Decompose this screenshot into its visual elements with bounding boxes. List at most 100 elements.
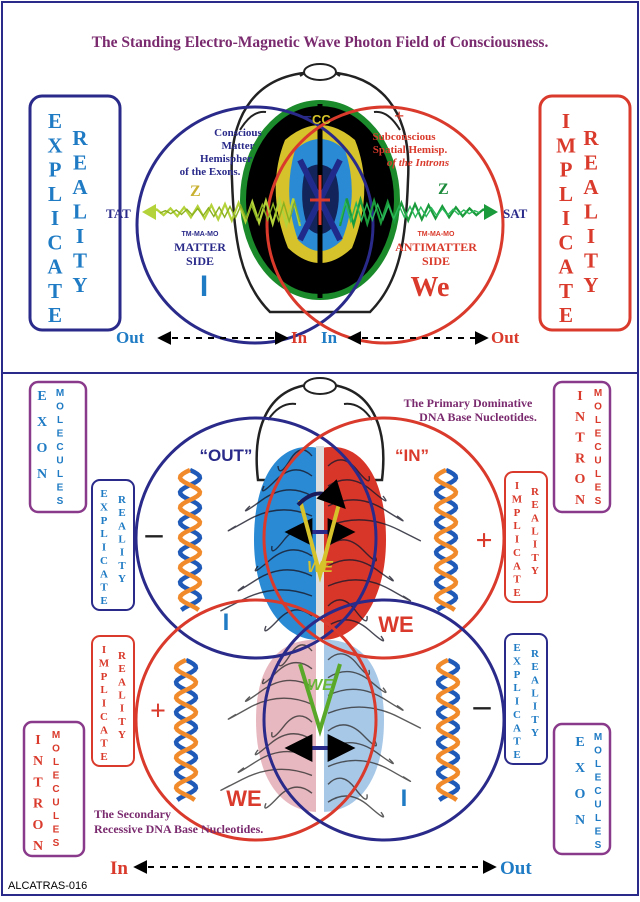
tat-label: TAT	[106, 206, 131, 221]
b-explL-c2-letter: A	[531, 674, 539, 686]
b-explM-c1-letter: E	[100, 595, 107, 607]
b-implL-c2-letter: R	[118, 650, 127, 662]
t-right-col1-letter: C	[558, 230, 573, 254]
b-explL-c1-letter: P	[514, 669, 521, 681]
z-left-label: Z	[190, 183, 201, 200]
brain-fold	[244, 679, 313, 703]
b-implL-c1-letter: A	[100, 724, 108, 736]
antimatter-side-line1: ANTIMATTER	[395, 240, 477, 254]
upper-we-center: WE	[307, 559, 334, 576]
lower-we-label: WE	[226, 786, 261, 811]
implicate-reality-box	[538, 94, 632, 332]
b-exonL-c2-letter: S	[57, 496, 64, 507]
b-exonL-c2-letter: U	[56, 456, 63, 467]
b-intronR-c1-letter: R	[575, 451, 586, 466]
b-intronL-c1-letter: N	[33, 839, 43, 854]
lower-left-circle	[134, 598, 378, 842]
helix-strand	[435, 657, 461, 802]
wave-path	[159, 199, 301, 224]
brain-fold	[277, 449, 313, 472]
b-implL-c1-letter: I	[102, 698, 106, 710]
t-left-col2-letter: A	[72, 175, 88, 199]
t-right-col1-letter: I	[562, 109, 570, 133]
b-exonR-c2-letter: L	[595, 813, 601, 824]
b-exonL-c2-letter: M	[56, 388, 64, 399]
b-explL-c1-letter: A	[513, 722, 521, 734]
b-explM-c1-letter: L	[100, 528, 107, 540]
t-left-col2-letter: R	[72, 126, 88, 150]
b-intronR-c2-letter: U	[594, 456, 601, 467]
b-implM-c1-letter: I	[515, 534, 519, 546]
t-left-col2-letter: I	[76, 224, 84, 248]
t-right-col2-letter: E	[584, 151, 598, 175]
secondary-line2: Recessive DNA Base Nucleotides.	[94, 822, 263, 836]
b-intronR-c1-letter: N	[575, 493, 585, 508]
b-implM-c2-letter: T	[531, 552, 539, 564]
b-intronR-c1-letter: O	[575, 472, 586, 487]
b-intronR-c2-letter: E	[595, 483, 602, 494]
b-explL-c1-letter: T	[513, 736, 521, 748]
b-exonL-c1-letter: N	[37, 467, 47, 482]
t-right-col2-letter: Y	[583, 273, 598, 297]
b-implL-c2-letter: I	[120, 703, 124, 715]
b-intronL-c1-letter: N	[33, 754, 43, 769]
t-left-col1-letter: E	[48, 109, 62, 133]
b-implM-c1-letter: E	[513, 587, 520, 599]
wave-left-arrowhead	[142, 204, 156, 220]
antimatter-side-line2: SIDE	[422, 254, 450, 268]
sat-label: SAT	[503, 206, 528, 221]
t-right-col1-letter: A	[558, 255, 574, 279]
cc-label: CC	[312, 112, 331, 127]
top-waves	[142, 195, 498, 230]
b-implM-c2-letter: L	[531, 526, 538, 538]
brain-fold	[264, 786, 313, 809]
b-intronL-c2-letter: U	[52, 798, 59, 809]
b-explL-c1-letter: L	[513, 682, 520, 694]
conscious-note-line4: of the Exons.	[180, 166, 241, 178]
helix-strand	[435, 657, 461, 802]
brain-fold	[227, 697, 313, 720]
b-intronL-c1-letter: T	[33, 775, 43, 790]
b-intronL-c1-letter: I	[35, 733, 40, 748]
t-right-col2-letter: R	[583, 126, 599, 150]
b-intronR-c2-letter: L	[595, 469, 601, 480]
we-label-top: We	[411, 272, 450, 303]
b-intronL-c1-letter: O	[33, 818, 44, 833]
b-exonL-c2-letter: E	[57, 483, 64, 494]
b-implL-c1-letter: C	[100, 711, 108, 723]
b-explL-c2-letter: T	[531, 714, 539, 726]
diagram-title: The Standing Electro-Magnetic Wave Photo…	[92, 34, 549, 51]
b-exonR-c2-letter: E	[595, 827, 602, 838]
wave-right-arrowhead	[484, 204, 498, 220]
t-right-col2-letter: T	[584, 249, 598, 273]
b-implM-c1-letter: I	[515, 480, 519, 492]
right-tm-label: TM-MA-MO	[418, 231, 455, 238]
explicate-box-low	[504, 633, 548, 765]
helix-strand	[177, 467, 203, 612]
lower-we-center: WE	[307, 677, 334, 694]
b-exonL-c2-letter: L	[57, 415, 63, 426]
b-implL-c1-letter: M	[99, 657, 110, 669]
wave-path	[339, 199, 481, 224]
b-exonL-c2-letter: E	[57, 429, 64, 440]
b-explM-c1-letter: C	[100, 555, 108, 567]
b-intronL-c2-letter: E	[53, 771, 60, 782]
intron-molecules-box-left	[22, 720, 86, 858]
b-implL-c1-letter: P	[101, 671, 108, 683]
brain-fold	[327, 459, 371, 482]
b-explM-c2-letter: R	[118, 494, 127, 506]
brain-fold	[220, 768, 313, 791]
t-left-col1-letter: A	[47, 255, 63, 279]
upper-minus: –	[145, 515, 164, 552]
b-explM-c2-letter: A	[118, 520, 126, 532]
t-right-col1-letter: I	[562, 206, 570, 230]
b-implM-c2-letter: E	[531, 499, 538, 511]
